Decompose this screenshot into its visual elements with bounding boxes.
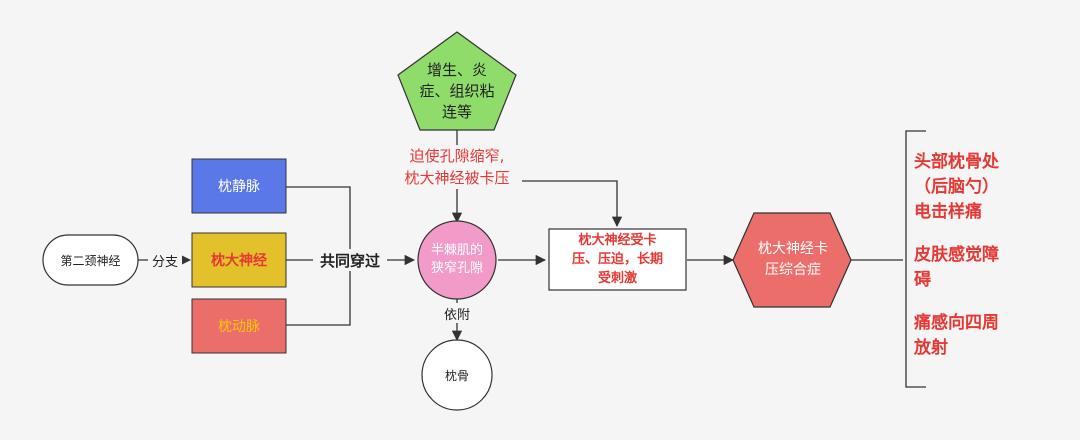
edge-label-narrowing: 迫使孔隙缩窄, 枕大神经被卡压 [392,145,522,189]
symptom-item: 头部枕骨处 （后脑勺） 电击样痛 [914,152,999,222]
occipital-artery-node: 枕动脉 [218,319,260,335]
symptom-bracket [905,130,926,388]
gap-node-shape [417,220,497,300]
edge-label-attach: 依附 [440,303,474,323]
symptom-item: 痛感向四周 放射 [914,313,999,358]
stimulation-node-shape [548,228,687,291]
syndrome-node-shape [732,212,852,308]
gap-node: 半棘肌的 狭窄孔隙 [430,243,483,276]
symptom-item: 皮肤感觉障 碍 [914,245,999,290]
stimulation-node: 枕大神经受卡 压、压迫，长期 受刺激 [571,233,663,286]
greater-occipital-nerve-node: 枕大神经 [211,253,267,269]
occipital-vein-node-shape [191,158,287,214]
pentagon-node: 增生、炎 症、组织粘 连等 [419,60,495,121]
edge-label-branch: 分支 [148,251,182,270]
occipital-bone-node-shape [421,339,493,411]
c2-node: 第二颈神经 [60,253,121,268]
syndrome-node: 枕大神经卡 压综合症 [758,241,828,278]
occipital-bone-node: 枕骨 [444,368,469,383]
occipital-vein-node: 枕静脉 [218,179,260,195]
symptoms-list: 头部枕骨处 （后脑勺） 电击样痛 皮肤感觉障 碍 痛感向四周 放射 [914,150,1064,380]
occipital-artery-node-shape [191,298,287,354]
pentagon-node-shape [397,31,517,131]
greater-occipital-nerve-node-shape [191,232,287,288]
c2-node-shape [42,234,139,286]
edge-label-pass-through: 共同穿过 [313,249,387,271]
